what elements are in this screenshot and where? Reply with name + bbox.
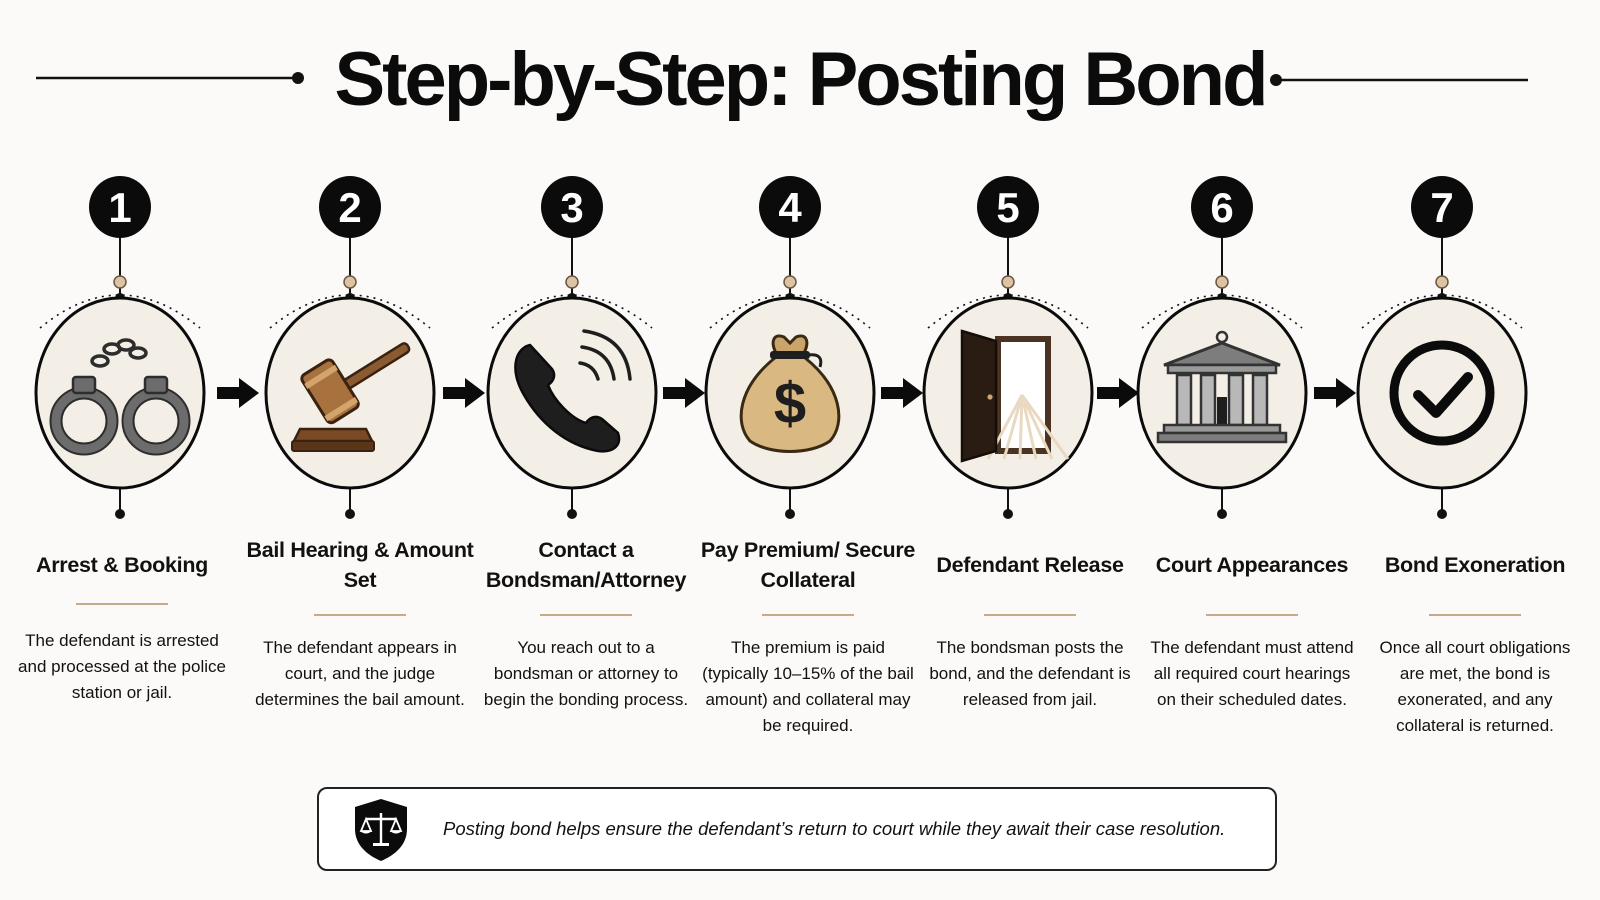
step-2-number: 2 [338, 184, 361, 231]
step-arrow-3 [663, 378, 705, 408]
step-7-badge: 7 [1411, 176, 1473, 238]
step-7-title: Bond Exoneration [1384, 553, 1566, 577]
arrows [217, 378, 1356, 408]
step-7-number: 7 [1430, 184, 1453, 231]
connectors [39, 237, 1523, 519]
step-5-badge: 5 [977, 176, 1039, 238]
step-4-title: Pay Premium/ Secure Collateral [700, 538, 916, 592]
step-arrow-4 [881, 378, 923, 408]
step-6-rule [1206, 614, 1298, 616]
step-arrow-2 [443, 378, 485, 408]
step-6-badge: 6 [1191, 176, 1253, 238]
step-5-description: The bondsman posts the bond, and the def… [929, 638, 1131, 709]
step-1-badge: 1 [89, 176, 151, 238]
step-7-description: Once all court obligations are met, the … [1379, 638, 1571, 735]
footer-note-box: Posting bond helps ensure the defendant’… [317, 787, 1277, 871]
step-4-rule [762, 614, 854, 616]
step-4-badge: 4 [759, 176, 821, 238]
step-3-rule [540, 614, 632, 616]
step-3-title: Contact a Bondsman/Attorney [485, 538, 687, 592]
step-2-rule [314, 614, 406, 616]
svg-text:$: $ [774, 371, 806, 436]
step-3-description: You reach out to a bondsman or attorney … [483, 638, 689, 709]
step-2-title: Bail Hearing & Amount Set [246, 538, 474, 592]
step-1: 1 [34, 176, 206, 490]
checkmark-icon [1389, 340, 1495, 446]
step-6-title: Court Appearances [1155, 553, 1349, 577]
step-arrow-6 [1314, 378, 1356, 408]
open-door-icon [960, 329, 1070, 463]
title-rule-left-dot [292, 72, 304, 84]
step-6: 6 [1136, 176, 1308, 490]
step-3: 3 [486, 176, 658, 490]
step-3-badge: 3 [541, 176, 603, 238]
step-7-rule [1429, 614, 1521, 616]
step-7: 7 [1356, 176, 1528, 490]
step-2-description: The defendant appears in court, and the … [255, 638, 465, 709]
phone-icon [514, 329, 632, 453]
step-5-rule [984, 614, 1076, 616]
step-5-title: Defendant Release [936, 553, 1124, 577]
step-1-number: 1 [108, 184, 131, 231]
page-title: Step-by-Step: Posting Bond [334, 37, 1268, 122]
step-4: $4 [704, 176, 876, 490]
step-1-description: The defendant is arrested and processed … [18, 631, 226, 702]
title-rule-right-dot [1270, 74, 1282, 86]
step-5-number: 5 [996, 184, 1019, 231]
steps-art: 1 2 3 $4 5 6 7 [34, 176, 1528, 490]
title-rules [36, 72, 1528, 86]
step-arrow-5 [1097, 378, 1139, 408]
step-arrow-1 [217, 378, 259, 408]
step-1-title: Arrest & Booking [36, 553, 208, 577]
step-3-circle [486, 296, 658, 490]
step-4-description: The premium is paid (typically 10–15% of… [702, 638, 914, 735]
courthouse-icon [1156, 330, 1288, 444]
step-5: 5 [922, 176, 1094, 490]
step-6-circle [1136, 296, 1308, 490]
step-2: 2 [264, 176, 436, 490]
step-1-rule [76, 603, 168, 605]
step-2-badge: 2 [319, 176, 381, 238]
step-1-circle [34, 296, 206, 490]
step-7-circle [1356, 296, 1528, 490]
justice-shield-icon [355, 799, 407, 861]
step-3-number: 3 [560, 184, 583, 231]
handcuffs-icon [49, 338, 191, 456]
step-4-number: 4 [778, 184, 802, 231]
gavel-icon [291, 342, 411, 452]
money-bag-icon: $ [739, 334, 841, 453]
step-6-number: 6 [1210, 184, 1233, 231]
footer-text: Posting bond helps ensure the defendant’… [443, 818, 1226, 839]
step-6-description: The defendant must attend all required c… [1150, 638, 1354, 709]
